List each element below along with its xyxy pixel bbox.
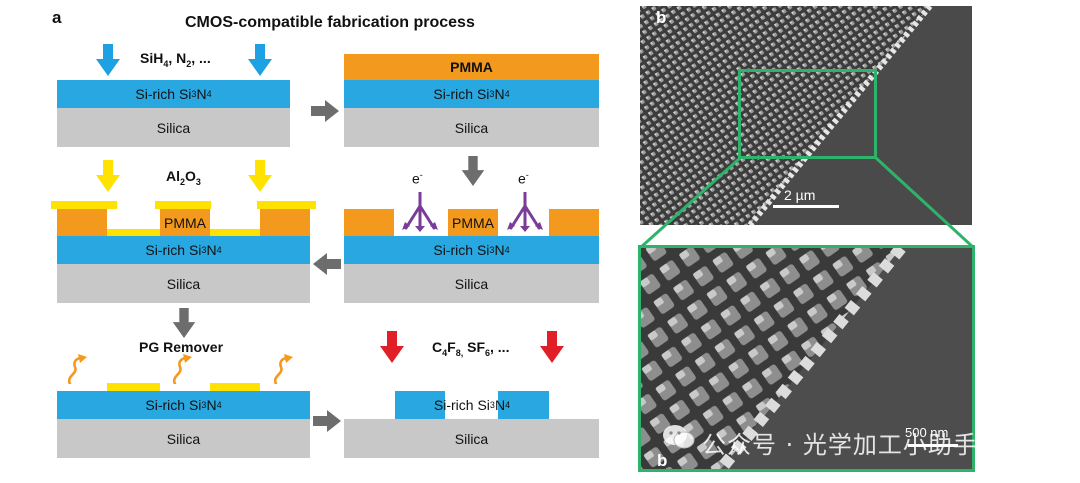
panel-b-letter-lower: b	[657, 451, 668, 470]
electron-beam-icon	[402, 192, 438, 232]
down-arrow-icon	[172, 308, 196, 338]
silica-layer: Silica	[344, 419, 599, 458]
wavy-arrow-icon	[272, 354, 294, 384]
pmma-layer: PMMA	[344, 54, 599, 80]
pmma-block	[57, 209, 107, 236]
pmma-block	[549, 209, 599, 236]
wechat-icon	[663, 425, 695, 449]
silica-layer: Silica	[57, 264, 310, 303]
silica-layer: Silica	[344, 108, 599, 147]
scale-bar-label: 500 nm	[905, 425, 949, 440]
pmma-block	[344, 209, 394, 236]
silica-layer: Silica	[57, 108, 290, 147]
down-arrow-icon	[96, 44, 120, 76]
zoom-region-box	[738, 69, 877, 159]
electron-label: e-	[518, 170, 529, 187]
wavy-arrow-icon	[66, 354, 88, 384]
gas-label: SiH4, N2, ...	[140, 50, 211, 69]
pmma-block: PMMA	[448, 209, 498, 236]
down-arrow-icon	[380, 331, 404, 363]
down-arrow-icon	[248, 44, 272, 76]
right-arrow-icon	[311, 100, 339, 122]
sem-image-zoomed	[638, 245, 975, 472]
al2o3-cap	[155, 201, 211, 209]
panel-a-letter: a	[52, 8, 62, 27]
down-arrow-icon	[540, 331, 564, 363]
al2o3-mask	[107, 383, 160, 391]
panel-b-letter: b	[656, 8, 667, 27]
al2o3-mask	[210, 383, 260, 391]
panel-a-title: CMOS-compatible fabrication process	[185, 14, 475, 31]
pmma-block: PMMA	[160, 209, 210, 236]
pg-remover-label: PG Remover	[139, 339, 224, 355]
electron-beam-icon	[507, 192, 543, 232]
al2o3-cap	[51, 201, 117, 209]
down-arrow-icon	[461, 156, 485, 186]
watermark-text: 公众号 · 光学加工小助手	[702, 431, 978, 459]
zoom-connector	[638, 156, 976, 250]
silica-layer: Silica	[344, 264, 599, 303]
al2o3-film	[210, 229, 260, 236]
etch-gas-label: C4F8, SF6, ...	[432, 339, 510, 358]
wavy-arrow-icon	[171, 354, 193, 384]
si-rich-pillar	[498, 391, 549, 419]
si-rich-pillar	[395, 391, 445, 419]
al2o3-label: Al2O3	[166, 168, 201, 187]
left-arrow-icon	[313, 253, 341, 275]
down-arrow-icon	[96, 160, 120, 192]
right-arrow-icon	[313, 410, 341, 432]
silica-layer: Silica	[57, 419, 310, 458]
scale-bar-label: 2 µm	[784, 187, 816, 203]
al2o3-cap	[257, 201, 316, 209]
pmma-block	[260, 209, 310, 236]
al2o3-film	[107, 229, 160, 236]
sem-image-overview	[640, 6, 972, 225]
scale-bar	[773, 205, 839, 208]
scale-bar	[908, 444, 958, 447]
down-arrow-icon	[248, 160, 272, 192]
electron-label: e-	[412, 170, 423, 187]
